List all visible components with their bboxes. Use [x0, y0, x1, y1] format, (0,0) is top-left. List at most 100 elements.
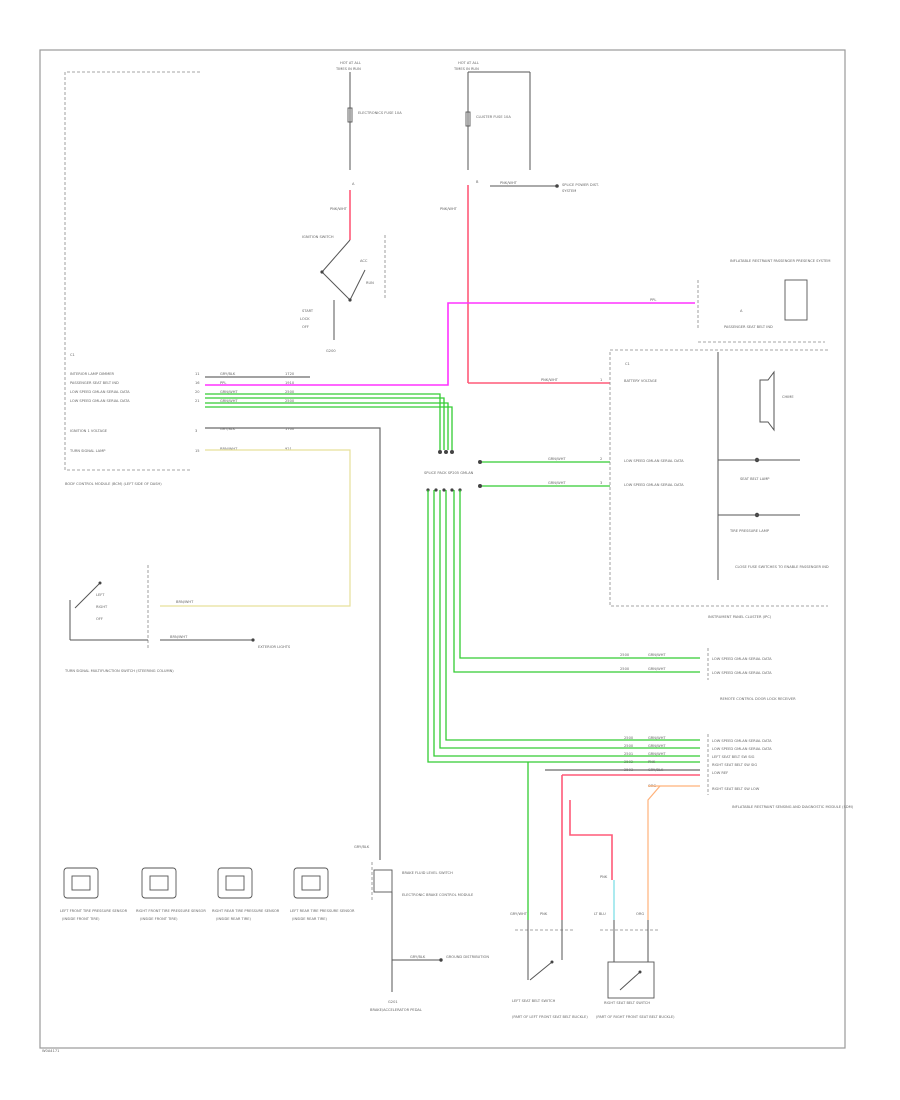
fuse2-splice-label: SPLICE POWER DIST. — [562, 183, 599, 187]
ipc-note: CLOSE FUSE SWITCHES TO ENABLE PASSENGER … — [735, 565, 829, 569]
ipc-gmlan-wire: GRN/WHT — [548, 481, 566, 485]
ipc-item-label: LOW SPEED GMLAN SERIAL DATA — [624, 483, 684, 487]
ignition-switch-label: IGNITION SWITCH — [302, 235, 334, 239]
wire-sdm-3 — [433, 490, 700, 757]
tire-sensor-title: LEFT REAR TIRE PRESSURE SENSOR — [290, 909, 355, 913]
wire-sdm-2 — [439, 490, 700, 749]
right-belt-wire: PNK — [600, 875, 608, 879]
left-belt-title: LEFT SEAT BELT SWITCH — [512, 999, 556, 1003]
wire-gmlan-3 — [205, 402, 449, 450]
splice-pack: SPLICE PACK SP205 GMLAN — [424, 450, 474, 492]
bcm-pin-num: 3 — [195, 429, 197, 433]
fuse2-line1: HOT AT ALL — [458, 61, 479, 65]
bcm-pin-code: 2500 — [285, 390, 295, 394]
sensing-diagnostic-module: LOW SPEED GMLAN SERIAL DATA LOW SPEED GM… — [624, 734, 854, 809]
brake-switch-title: BRAKE FLUID LEVEL SWITCH — [402, 871, 453, 875]
tire-sensor-sub: (INSIDE FRONT TIRE) — [140, 917, 178, 921]
footer-code: W0A4171 — [42, 1049, 59, 1053]
bcm-pin-label: LOW SPEED GMLAN SERIAL DATA — [70, 399, 130, 403]
right-belt-wire: ORG — [636, 912, 644, 916]
bcm-pin-label: LOW SPEED GMLAN SERIAL DATA — [70, 390, 130, 394]
sdm-line-code: 2501 — [624, 752, 633, 756]
ign-pos-acc: ACC — [360, 259, 368, 263]
tire-sensors: LEFT FRONT TIRE PRESSURE SENSOR (INSIDE … — [60, 867, 355, 921]
fuse-icon — [347, 107, 353, 123]
ign-pos-start: START — [302, 309, 314, 313]
tire-sensor-sub: (INSIDE REAR TIRE) — [292, 917, 328, 921]
left-belt-sub: (PART OF LEFT FRONT SEAT BELT BUCKLE) — [512, 1015, 588, 1019]
bcm-pin-code: 2500 — [285, 399, 295, 403]
turn-pos-left: LEFT — [96, 593, 105, 597]
ign-pos-run: RUN — [366, 281, 374, 285]
rcdl-title: REMOTE CONTROL DOOR LOCK RECEIVER — [720, 697, 796, 701]
sdm-line-label: LEFT SEAT BELT SW SIG — [712, 755, 755, 759]
brake-switch-sub: ELECTRONIC BRAKE CONTROL MODULE — [402, 893, 474, 897]
sdm-line-label: LOW SPEED GMLAN SERIAL DATA — [712, 747, 772, 751]
sdm-line-code: 2500 — [624, 736, 634, 740]
bcm-pin-wire: GRY/BLK — [220, 372, 236, 376]
sdm-line-wire: GRN/WHT — [648, 736, 666, 740]
fuse2-line2: TIMES IN RUN — [453, 67, 479, 71]
bcm-pin-num: 11 — [195, 372, 200, 376]
sdm-line-label: RIGHT SEAT BELT SW LOW — [712, 787, 760, 791]
ipc-item-code: 3 — [600, 481, 602, 485]
ign-pos-off: OFF — [302, 325, 309, 329]
brake-switch-box — [373, 869, 393, 893]
ign-ground: G200 — [326, 349, 336, 353]
sdm-line-label: RIGHT SEAT BELT SW SIG — [712, 763, 757, 767]
sdm-line-label: LOW REF — [712, 771, 728, 775]
brake-ground-sub: BRAKE/ACCELERATOR PEDAL — [370, 1008, 422, 1012]
tire-sensor-sub: (INSIDE FRONT TIRE) — [62, 917, 100, 921]
wire-gmlan-1 — [205, 393, 441, 450]
brake-to-label: GROUND DISTRIBUTION — [446, 955, 489, 959]
sdm-line-wire: GRN/WHT — [648, 752, 666, 756]
tire-sensor-box — [293, 867, 329, 899]
turn-pos-right: RIGHT — [96, 605, 108, 609]
ign-pos-lock: LOCK — [300, 317, 310, 321]
left-belt-wire: PNK — [540, 912, 548, 916]
ipc-gmlan-wire: GRN/WHT — [548, 457, 566, 461]
tire-sensor-box — [217, 867, 253, 899]
bcm-pin-label: TURN SIGNAL LAMP — [69, 449, 106, 453]
bcm-pin-code: 921 — [285, 447, 292, 451]
ipc-item-label: CHIME — [782, 395, 794, 399]
bcm-ref: C1 — [70, 353, 75, 357]
fuse1-pin: A — [352, 182, 355, 186]
bcm-pin-code: 1910 — [285, 381, 295, 385]
fuse1-label: ELECTRONICS FUSE 10A — [358, 111, 402, 115]
remote-control-door-lock: LOW SPEED GMLAN SERIAL DATA LOW SPEED GM… — [620, 648, 796, 701]
turn-wire-2: BRN/WHT — [170, 635, 188, 639]
wire-sdm-1 — [445, 490, 700, 741]
ipc-item-code: 2 — [600, 457, 602, 461]
tire-sensor-box — [141, 867, 177, 899]
fuse2-label: CLUSTER FUSE 10A — [476, 115, 511, 119]
bcm-pin-label: IGNITION 1 VOLTAGE — [70, 429, 108, 433]
pass-sensor-sub: PASSENGER SEAT BELT IND — [724, 325, 773, 329]
bcm-pin-num: 20 — [195, 390, 200, 394]
ipc-enclosure — [609, 349, 828, 607]
wire-gmlan-4 — [205, 406, 453, 450]
right-belt-box — [607, 961, 655, 999]
fuse2-splice-sub: SYSTEM — [562, 189, 576, 193]
ipc-item-label: TIRE PRESSURE LAMP — [729, 529, 770, 533]
sdm-line-code: 2500 — [624, 744, 634, 748]
turn-wire: BRN/WHT — [176, 600, 194, 604]
bcm-pin-label: PASSENGER SEAT BELT IND — [70, 381, 119, 385]
bcm-pin-wire: GRN/WHT — [220, 390, 238, 394]
sdm-line-label: LOW SPEED GMLAN SERIAL DATA — [712, 739, 772, 743]
ipc-item-code: 1 — [600, 378, 602, 382]
brake-wire: GRY/BLK — [410, 955, 426, 959]
passenger-presence-system: INFLATABLE RESTRAINT PASSENGER PRESENCE … — [697, 259, 831, 343]
fuse-electronics: HOT AT ALL TIMES IN RUN ELECTRONICS FUSE… — [330, 61, 402, 240]
ipc-item-label: LOW SPEED GMLAN SERIAL DATA — [624, 459, 684, 463]
splice-pack-label: SPLICE PACK SP205 GMLAN — [424, 471, 474, 475]
right-belt-title: RIGHT SEAT BELT SWITCH — [604, 1001, 650, 1005]
tire-sensor-title: RIGHT REAR TIRE PRESSURE SENSOR — [212, 909, 280, 913]
wire-sdm-4 — [427, 490, 700, 763]
sdm-title: INFLATABLE RESTRAINT SENSING AND DIAGNOS… — [732, 805, 854, 809]
bcm-pin-label: INTERIOR LAMP DIMMER — [70, 372, 114, 376]
rcdl-line-wire: GRN/WHT — [648, 667, 666, 671]
bcm-pin-code: 1700 — [285, 427, 295, 431]
right-seat-belt-switch: PNK LT BLU ORG RIGHT SEAT BELT SWITCH (P… — [594, 875, 675, 1019]
wire-rcdl-2 — [453, 490, 700, 673]
